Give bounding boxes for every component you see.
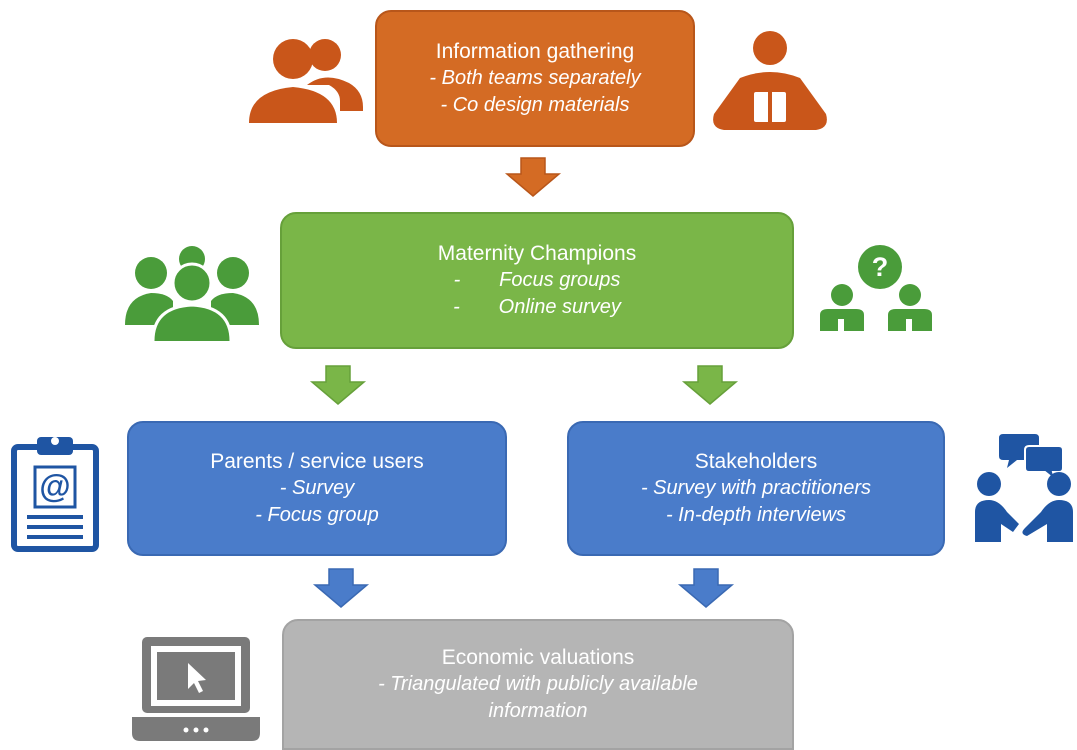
svg-text:@: @ [39, 468, 70, 504]
parents-item-1: - Survey [279, 477, 355, 499]
info-gathering-item-1: - Both teams separately [429, 67, 641, 89]
maternity-champions-item-2: - Online survey [453, 296, 621, 318]
question-discussion-icon: ? [820, 245, 932, 331]
economic-valuations-box: Economic valuations - Triangulated with … [282, 619, 794, 750]
info-gathering-box: Information gathering - Both teams separ… [375, 10, 695, 147]
info-gathering-item-2: - Co design materials [440, 94, 630, 116]
economic-valuations-item-1: - Triangulated with publicly available [378, 673, 698, 695]
arrow-down-orange [504, 157, 562, 197]
stakeholders-title: Stakeholders [694, 450, 818, 473]
economic-valuations-title: Economic valuations [441, 646, 635, 669]
parents-box: Parents / service users - Survey - Focus… [127, 421, 507, 556]
arrow-down-blue-left [312, 568, 370, 608]
maternity-champions-title: Maternity Champions [437, 242, 637, 265]
reader-icon [713, 31, 827, 130]
info-gathering-title: Information gathering [435, 40, 635, 63]
economic-valuations-item-2: information [488, 700, 588, 722]
stakeholders-item-2: - In-depth interviews [665, 504, 847, 526]
svg-text:?: ? [872, 252, 889, 282]
parents-title: Parents / service users [210, 450, 424, 473]
users-icon [249, 39, 363, 123]
maternity-champions-item-1: - Focus groups [453, 269, 621, 291]
stakeholders-item-1: - Survey with practitioners [640, 477, 872, 499]
laptop-cursor-icon [132, 637, 260, 741]
arrow-down-green-right [681, 365, 739, 405]
arrow-down-green-left [309, 365, 367, 405]
conversation-handshake-icon [975, 434, 1073, 542]
stakeholders-box: Stakeholders - Survey with practitioners… [567, 421, 945, 556]
group-icon [125, 246, 259, 342]
clipboard-email-icon: @ [11, 437, 99, 552]
arrow-down-blue-right [677, 568, 735, 608]
maternity-champions-box: Maternity Champions - Focus groups - Onl… [280, 212, 794, 349]
parents-item-2: - Focus group [255, 504, 379, 526]
